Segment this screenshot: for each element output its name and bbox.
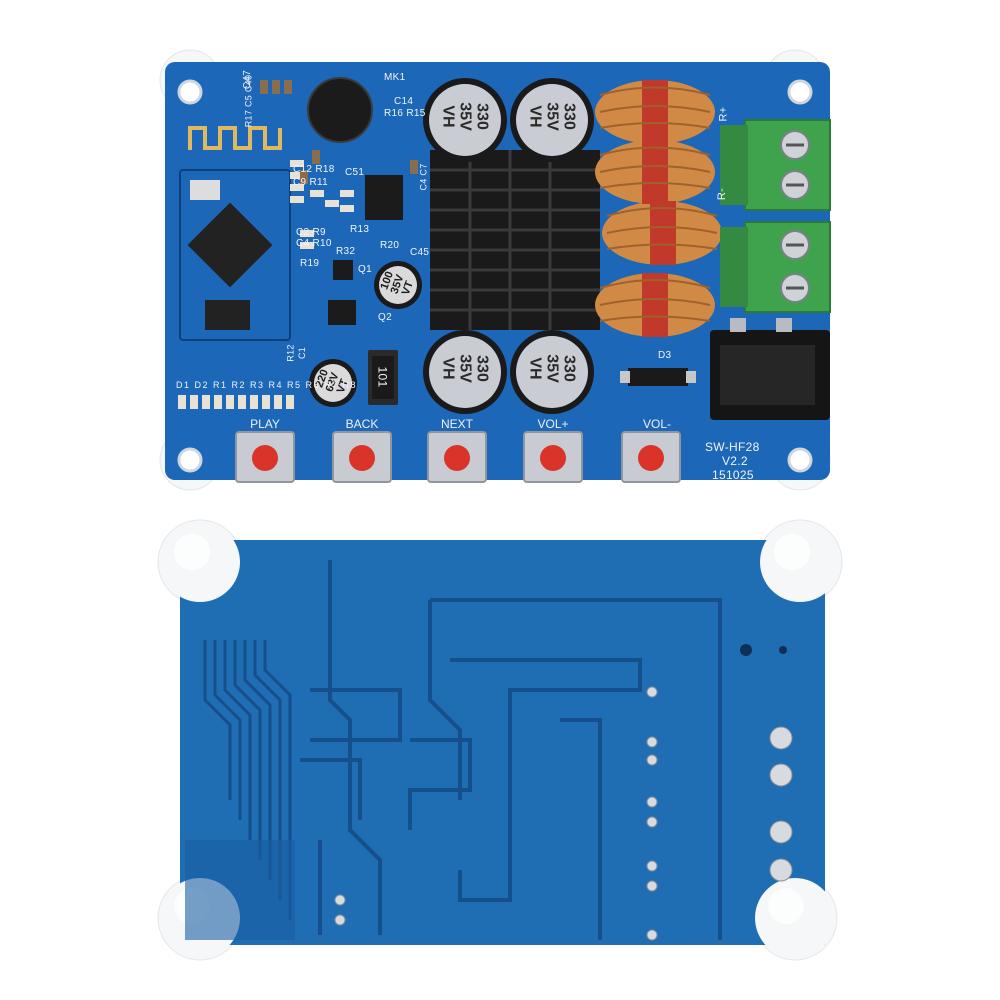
- refdes-r16r15: R16 R15: [384, 108, 426, 119]
- refdes-r13: R13: [350, 224, 370, 235]
- refdes-c14: C14: [394, 96, 414, 107]
- back-traces-left: [203, 640, 292, 920]
- refdes-q1: Q1: [358, 264, 372, 275]
- microphone: [307, 77, 373, 143]
- button-label-volup: VOL+: [537, 417, 569, 431]
- back-traces: [300, 560, 722, 940]
- refdes-d1-row: D1 D2 R1 R2 R3 R4 R5 R6 R7 R8: [176, 380, 358, 390]
- refdes-c51: C51: [345, 167, 365, 178]
- back-solder-pads: [334, 686, 793, 941]
- refdes-c2r9: C2 R9: [296, 227, 326, 238]
- button-label-next: NEXT: [440, 417, 473, 431]
- refdes-r12: R12: [285, 344, 296, 362]
- refdes-rminus: R-: [716, 187, 729, 201]
- refdes-c4c7: C4 C7: [418, 163, 429, 191]
- inductors: [595, 80, 722, 337]
- big-capacitors: [423, 78, 594, 414]
- refdes-q2: Q2: [378, 312, 392, 323]
- refdes-r20: R20: [380, 240, 400, 251]
- heatsink: [430, 150, 600, 330]
- refdes-c4r10: C4 R10: [296, 238, 332, 249]
- refdes-rplus: R+: [717, 106, 730, 122]
- refdes-mk1: MK1: [384, 72, 406, 83]
- refdes-c1: C1: [297, 346, 308, 360]
- refdes-c45: C45: [410, 247, 430, 258]
- resistor-101-label: 101: [375, 366, 390, 388]
- antenna-trace: [188, 126, 282, 150]
- refdes-d3: D3: [658, 350, 672, 361]
- refdes-c9r11: C9 R11: [293, 177, 328, 188]
- button-label-voldown: VOL-: [642, 417, 671, 431]
- button-label-back: BACK: [345, 417, 379, 431]
- button-label-play: PLAY: [250, 417, 280, 431]
- board-date-code: 151025: [712, 468, 754, 482]
- refdes-c12r18: C12 R18: [293, 164, 335, 175]
- refdes-r19: R19: [300, 258, 320, 269]
- opamp-chip: [365, 175, 403, 220]
- refdes-r17: R17 C5 C40: [243, 74, 254, 128]
- board-name: SW-HF28: [705, 440, 760, 454]
- refdes-r32: R32: [336, 246, 356, 257]
- board-version: V2.2: [722, 454, 748, 468]
